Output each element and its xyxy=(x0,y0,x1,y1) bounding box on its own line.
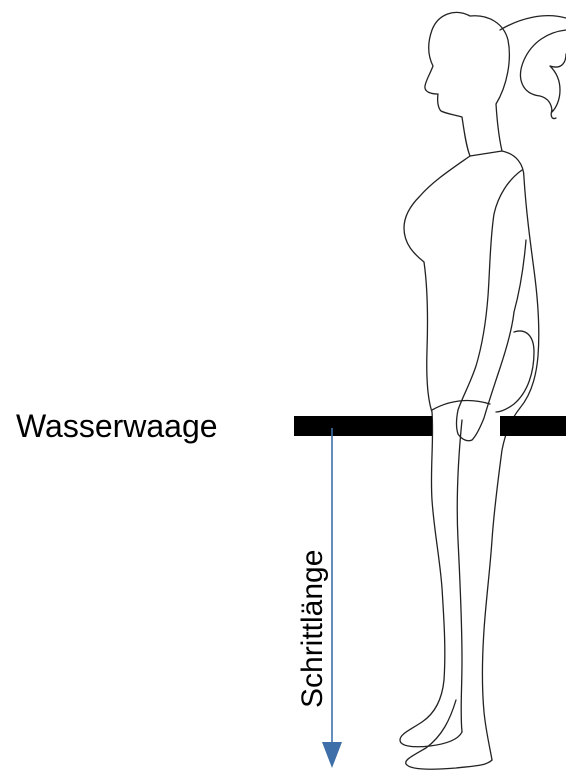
arrow-head xyxy=(322,742,342,768)
hip-outline xyxy=(496,331,534,412)
inseam-label: Schrittlänge xyxy=(296,550,329,708)
inner-leg-outline xyxy=(457,420,462,732)
ponytail-tip-outline xyxy=(551,110,556,119)
head-outline xyxy=(425,12,509,156)
spirit-level-right-segment xyxy=(500,416,566,436)
standing-woman-outline-icon xyxy=(400,12,566,769)
spirit-level-left-segment xyxy=(294,416,432,436)
level-tool-label: Wasserwaage xyxy=(16,408,218,444)
ponytail-outline xyxy=(500,16,566,112)
spirit-level xyxy=(294,416,566,436)
rear-foot-outline xyxy=(406,700,492,769)
